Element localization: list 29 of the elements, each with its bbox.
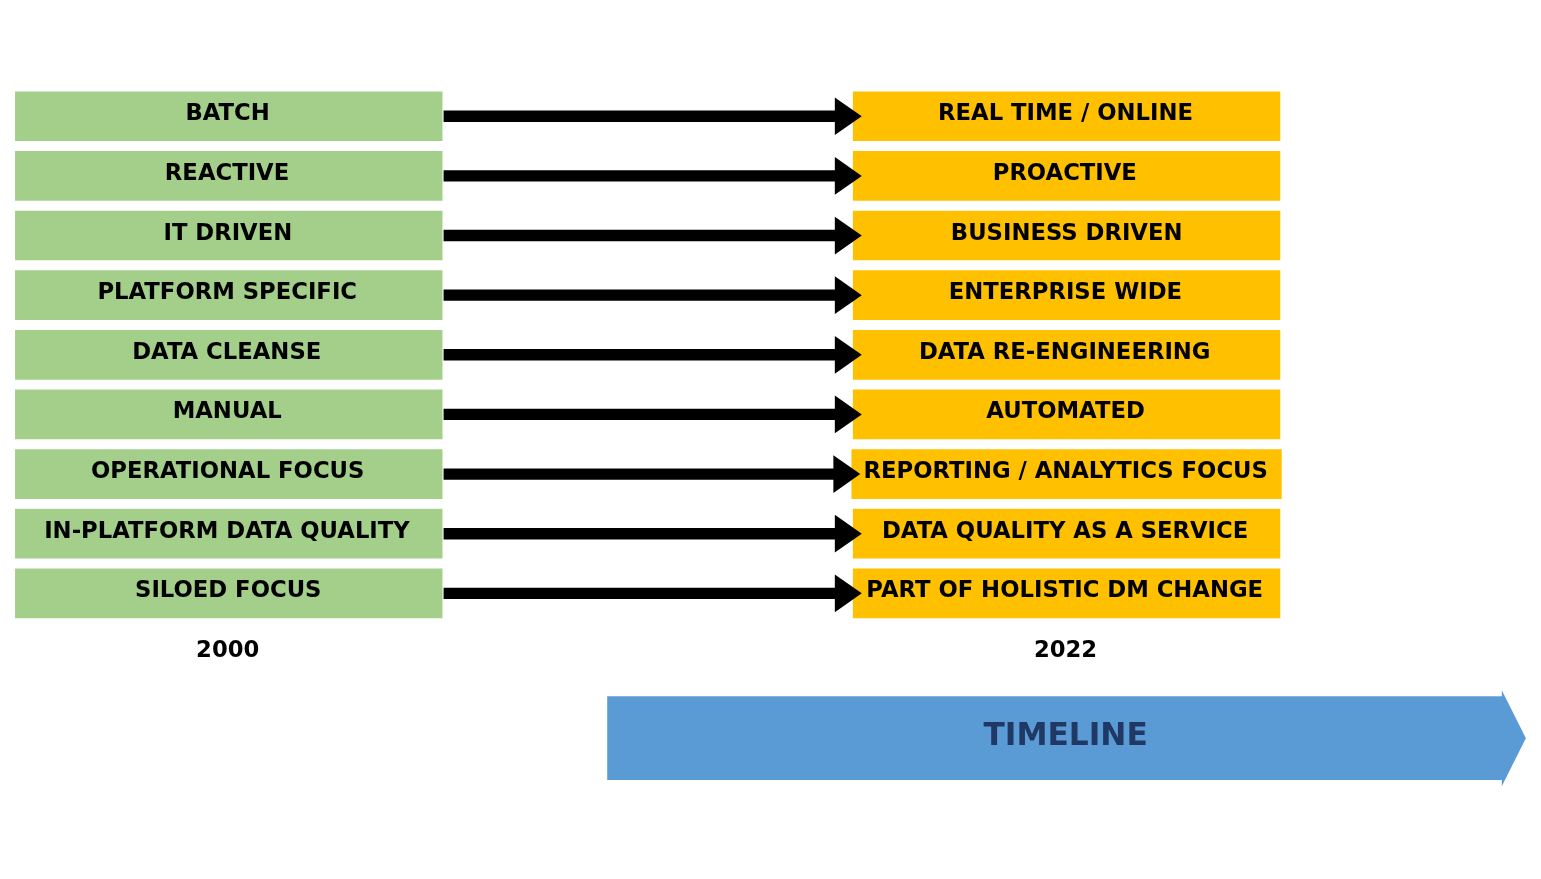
node-box: BUSINESS DRIVEN (851, 208, 1282, 262)
arrow (443, 216, 862, 254)
node-box: REACTIVE (13, 149, 444, 202)
arrow (443, 275, 862, 314)
arrow (443, 335, 862, 374)
label: 2022 (1033, 635, 1098, 662)
node-box: IT DRIVEN (13, 208, 444, 262)
arrow (443, 156, 862, 195)
node-box: DATA QUALITY AS A SERVICE (851, 506, 1282, 560)
label: 2000 (196, 635, 260, 662)
node-box: SILOED FOCUS (13, 566, 444, 620)
node-box: PLATFORM SPECIFIC (13, 268, 444, 321)
node-box: AUTOMATED (851, 387, 1282, 441)
arrow (443, 395, 862, 433)
node-box: ENTERPRISE WIDE (851, 268, 1282, 321)
node-box: REAL TIME / ONLINE (851, 89, 1282, 142)
arrow (443, 96, 862, 135)
arrow (443, 454, 861, 493)
node-box: IN-PLATFORM DATA QUALITY (13, 506, 444, 560)
node-box: PART OF HOLISTIC DM CHANGE (851, 566, 1282, 620)
node-box: BATCH (13, 89, 444, 142)
node-box: REPORTING / ANALYTICS FOCUS (850, 447, 1284, 500)
arrow (443, 514, 862, 553)
node-box: DATA RE-ENGINEERING (851, 328, 1282, 381)
arrow (443, 574, 862, 612)
node-box: MANUAL (13, 387, 444, 441)
node-box: PROACTIVE (851, 149, 1282, 202)
node-box: DATA CLEANSE (13, 328, 444, 381)
node-box: OPERATIONAL FOCUS (13, 447, 444, 500)
